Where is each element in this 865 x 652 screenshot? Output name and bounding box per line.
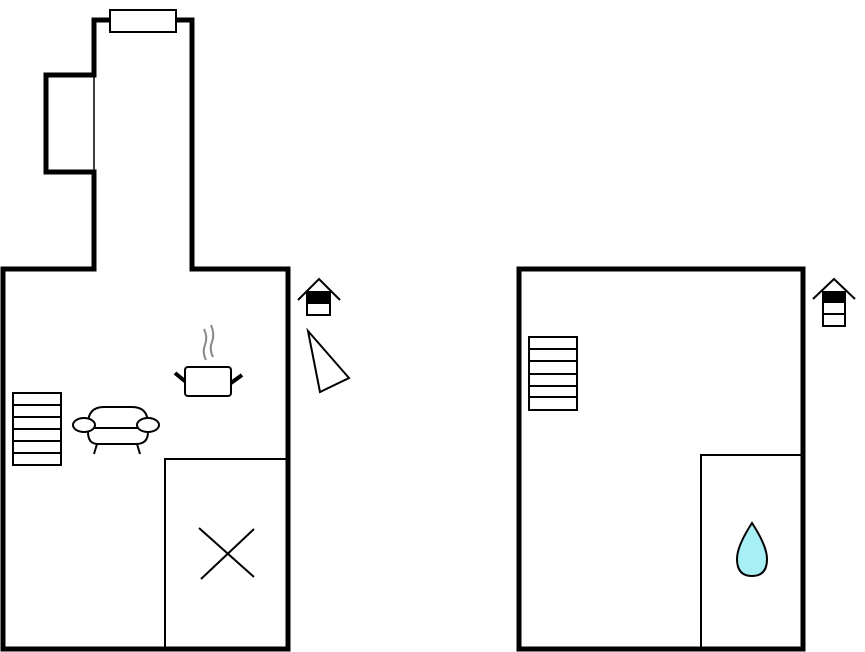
stairs-icon	[12, 392, 62, 466]
bed-cross-icon	[198, 527, 255, 580]
bedroom-room	[164, 458, 289, 650]
floor-level-icon-upper	[812, 277, 856, 327]
bathroom-room	[700, 454, 804, 650]
ground-floor	[0, 9, 291, 652]
upper-floor-outer-wall	[516, 266, 806, 652]
ground-floor-outer-wall	[0, 17, 291, 652]
floor-level-icon-ground	[297, 277, 341, 316]
window-top	[109, 9, 177, 33]
upper-floor	[516, 266, 806, 652]
sofa-icon	[72, 406, 160, 455]
stairs-icon	[528, 336, 578, 411]
water-drop-icon	[735, 521, 769, 578]
north-compass-icon	[306, 327, 351, 394]
cooking-pot-icon	[173, 324, 244, 397]
